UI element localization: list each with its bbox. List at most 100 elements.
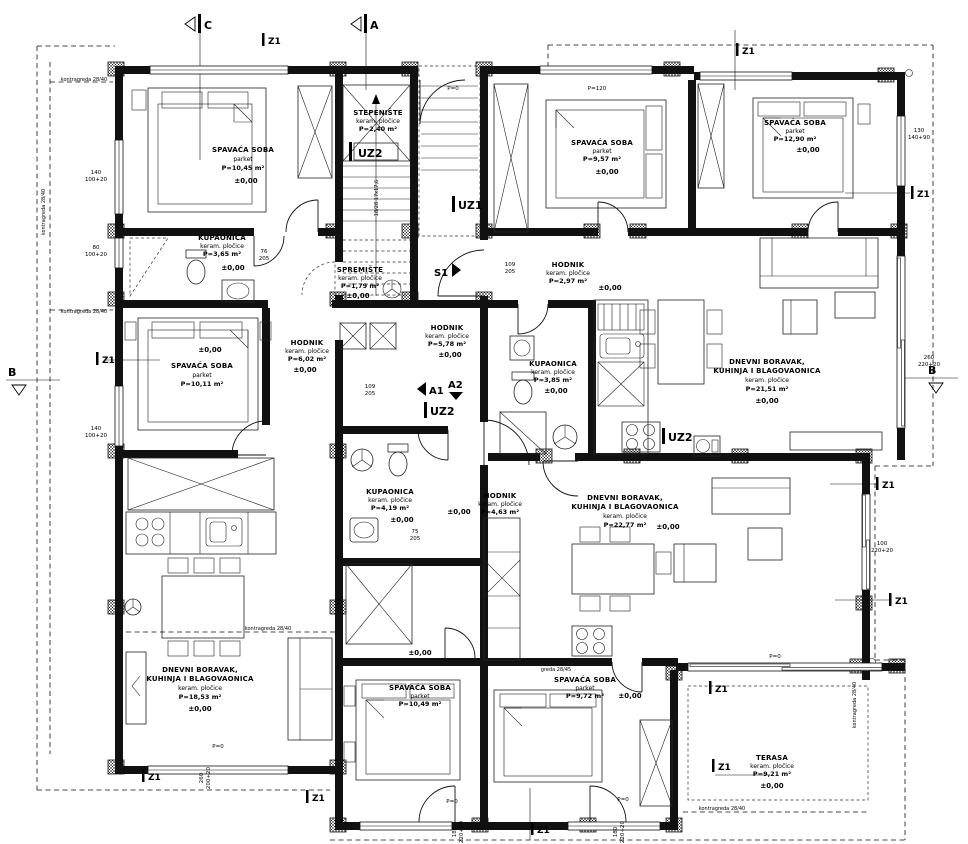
a2-label: A2 [448, 380, 463, 391]
room-label-hall-c-finish: keram. pločice [425, 333, 469, 340]
z1-label: Z1 [312, 794, 325, 804]
room-label-bedroom-ne-name: SPAVAĆA SOBA [764, 118, 826, 127]
sill-note: P=0 [769, 654, 781, 660]
dim-door-width: 76 [261, 249, 268, 255]
room-label-living-se-name2: KUHINJA I BLAGOVAONICA [571, 503, 679, 511]
stair-spec: 18/28 17x17,6 [374, 180, 380, 216]
room-label-living-se-area: P=22,77 m² [604, 521, 647, 529]
armchair [782, 299, 818, 335]
wardrobe [639, 719, 673, 807]
room-label-bedroom-s1-area: P=10,49 m² [399, 700, 442, 708]
door [611, 661, 643, 693]
coffee-table [747, 527, 783, 561]
room-label-bath-nw-finish: keram. pločice [200, 243, 244, 250]
boiler [693, 435, 721, 457]
toilet [511, 371, 535, 405]
z1-label: Z1 [537, 826, 550, 836]
marker-a2: A2 [448, 380, 463, 400]
room-label-living-se-name: DNEVNI BORAVAK, [587, 494, 663, 502]
room-label-hall-ne-name: HODNIK [552, 261, 585, 269]
section-b-label: B [8, 366, 16, 379]
bathtub [349, 443, 409, 543]
z1-label: Z1 [715, 685, 728, 695]
wardrobe [297, 85, 333, 179]
room-label-bedroom-w-finish: parket [192, 372, 212, 379]
washing-machine [509, 335, 535, 361]
marker-uz1: UZ1 [452, 196, 483, 212]
room-label-hall-w-name: HODNIK [291, 339, 324, 347]
uz1-label: UZ1 [458, 199, 483, 212]
z1-label: Z1 [917, 190, 930, 200]
beam-note: greda 28/45 [541, 667, 571, 673]
room-label-living-e-name: DNEVNI BORAVAK, [729, 358, 805, 366]
section-marker-c: C [184, 14, 212, 33]
room-label-hall-c-name: HODNIK [431, 324, 464, 332]
sill-note: P=0 [447, 86, 459, 92]
room-label-hall-s-level: ±0,00 [447, 508, 470, 516]
room-label-bath-nw-name: KUPAONICA [198, 234, 246, 242]
shaft [339, 322, 397, 350]
balcony-door [359, 821, 453, 831]
room-label-living-sw-area: P=18,53 m² [179, 693, 222, 701]
door [418, 785, 456, 823]
beam-note: kontragreda 28/40 [699, 806, 745, 812]
room-label-terrace-level: ±0,00 [760, 782, 783, 790]
room-label-living-sw-finish: keram. pločice [178, 685, 222, 692]
door [444, 627, 476, 659]
marker-z1: Z1 [306, 790, 325, 804]
tv-unit [125, 651, 147, 725]
door [517, 303, 549, 335]
marker-z1: Z1 [712, 759, 770, 776]
marker-z1: Z1 [845, 186, 930, 200]
room-label-living-e-finish: keram. pločice [745, 377, 789, 384]
room-label-bedroom-nw-level: ±0,00 [234, 177, 257, 185]
s1-label: S1 [434, 268, 448, 279]
shower [499, 411, 547, 455]
room-label-hall-s-name: HODNIK [484, 492, 517, 500]
dim-height: 100+20 [85, 252, 108, 258]
room-label-bedroom-w-name: SPAVAĆA SOBA [171, 361, 233, 370]
room-label-bedroom-s2-level: ±0,00 [618, 692, 641, 700]
beam-note: kontragreda 28/40 [245, 626, 291, 632]
dim-height: 100+20 [85, 177, 108, 183]
room-label-bath-ne-name: KUPAONICA [529, 360, 577, 368]
uz2-label: UZ2 [430, 405, 455, 418]
room-label-bedroom-ne-level: ±0,00 [796, 146, 819, 154]
marker-a1: A1 [417, 382, 444, 397]
room-label-hall-ne-area: P=2,97 m² [549, 277, 587, 285]
furniture-layer [124, 83, 883, 807]
entrance-steps [421, 85, 478, 171]
windows-layer [114, 65, 906, 831]
z1-label: Z1 [268, 37, 281, 47]
room-label-hall-c-area: P=5,78 m² [428, 340, 466, 348]
room-label-living-sw-name: DNEVNI BORAVAK, [162, 666, 238, 674]
dim-width: 130 [914, 128, 925, 134]
door [597, 201, 629, 233]
room-label-bath-nw-area: P=3,65 m² [203, 250, 241, 258]
z1-label: Z1 [718, 763, 731, 773]
section-a-label: A [370, 19, 379, 32]
dim-width: 140 [91, 426, 102, 432]
door [417, 429, 449, 461]
window [896, 115, 906, 187]
dim-door-height: 205 [259, 256, 270, 262]
room-label-bath-nw-level: ±0,00 [221, 264, 244, 272]
room-label-terrace-name: TERASA [756, 754, 788, 762]
room-label-bedroom-nc-area: P=9,57 m² [583, 155, 621, 163]
beam-note: kontragreda 28/40 [41, 189, 47, 235]
z1-label: Z1 [895, 597, 908, 607]
beam-note: kontragreda 28/40 [61, 77, 107, 83]
room-label-stairs-finish: keram. pločice [356, 118, 400, 125]
room-label-bath-ne-area: P=3,85 m² [534, 376, 572, 384]
dim-width: 140 [91, 170, 102, 176]
marker-uz2-right: UZ2 [662, 428, 693, 444]
dim-door-width: 109 [365, 384, 376, 390]
beam-note: kontragreda 28/40 [61, 309, 107, 315]
room-label-bath-c-finish: keram. pločice [368, 497, 412, 504]
marker-z1: Z1 [830, 477, 895, 491]
room-label-living-se-finish: keram. pločice [603, 513, 647, 520]
room-label-bath-c-name: KUPAONICA [366, 488, 414, 496]
wardrobe [493, 83, 529, 233]
marker-uz2-stairs: UZ2 [349, 142, 399, 161]
window [114, 237, 124, 269]
